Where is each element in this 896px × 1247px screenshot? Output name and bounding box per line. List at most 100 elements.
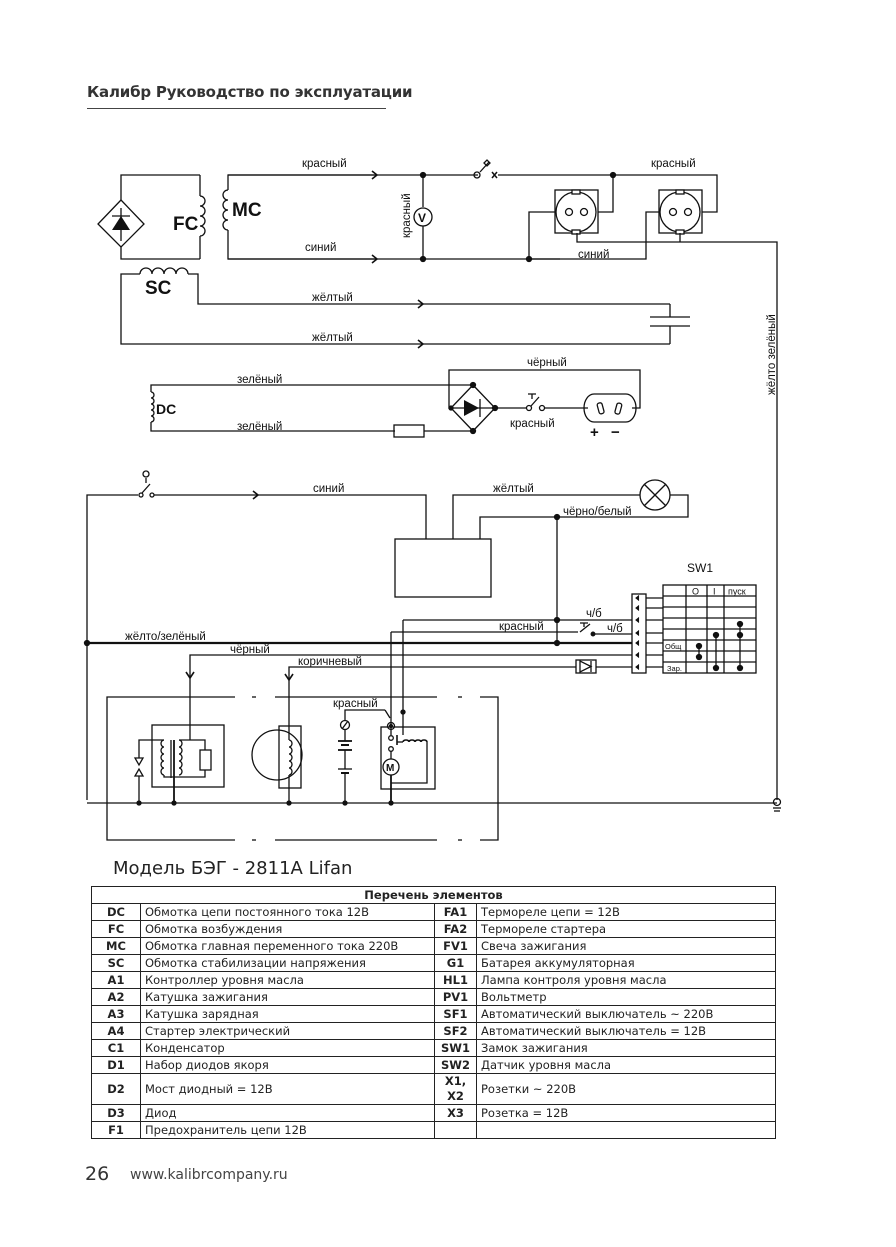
wire-label-green-2: зелёный <box>237 421 282 433</box>
element-code: SC <box>91 954 141 972</box>
wire-label-red-top-right: красный <box>651 158 696 170</box>
element-desc: Обмотка стабилизации напряжения <box>140 954 435 972</box>
element-desc2: Свеча зажигания <box>476 937 776 955</box>
element-code2: SF1 <box>434 1005 477 1023</box>
wire-label-bw-1: ч/б <box>586 608 602 620</box>
field-rectifier <box>97 174 200 260</box>
battery-g1: красный <box>333 698 385 806</box>
wire-label-blue-sockets: синий <box>578 249 609 261</box>
element-code: MC <box>91 937 141 955</box>
element-code2: SF2 <box>434 1022 477 1040</box>
wire-label-red-top: красный <box>302 158 347 170</box>
element-desc2: Лампа контроля уровня масла <box>476 971 776 989</box>
element-desc2: Вольтметр <box>476 988 776 1006</box>
wire-label-blue-mc: синий <box>305 242 336 254</box>
socket-x1 <box>554 189 599 235</box>
element-desc2: Автоматический выключатель = 12В <box>476 1022 776 1040</box>
element-code2: PV1 <box>434 988 477 1006</box>
element-desc: Мост диодный = 12В <box>140 1073 435 1105</box>
oil-sensor-switch <box>579 622 596 637</box>
element-code: D3 <box>91 1104 141 1122</box>
element-code: A4 <box>91 1022 141 1040</box>
oil-lamp-hl1 <box>639 479 671 511</box>
element-desc: Предохранитель цепи 12В <box>140 1121 435 1139</box>
ground-symbol <box>772 797 782 812</box>
element-code2: FV1 <box>434 937 477 955</box>
fc-label: FC <box>173 214 199 235</box>
element-code2: X3 <box>434 1104 477 1122</box>
ignition-coil-a2 <box>133 680 225 806</box>
mc-coil: MC <box>222 174 377 260</box>
header-divider <box>87 108 386 109</box>
element-desc2: Батарея аккумуляторная <box>476 954 776 972</box>
element-desc2: Автоматический выключатель ~ 220В <box>476 1005 776 1023</box>
motor-label: M <box>386 763 394 774</box>
element-code: DC <box>91 903 141 921</box>
wire-label-black-h: чёрный <box>230 644 270 656</box>
element-code2: G1 <box>434 954 477 972</box>
element-code: F1 <box>91 1121 141 1139</box>
sw1-switch-table: SW1 O I пуск Общ Зар. <box>662 561 757 674</box>
voltmeter-label: V <box>418 211 426 225</box>
wire-label-blue-ctrl: синий <box>313 483 344 495</box>
element-desc2: Розетки ~ 220В <box>476 1073 776 1105</box>
voltmeter: V красный <box>401 171 433 263</box>
element-desc: Стартер электрический <box>140 1022 435 1040</box>
socket-x2 <box>658 189 703 235</box>
sw1-connector <box>631 593 663 674</box>
mc-label: MC <box>232 200 262 221</box>
sw1-col-on: I <box>713 587 716 597</box>
element-desc: Обмотка цепи постоянного тока 12В <box>140 903 435 921</box>
dc-coil: DC <box>150 384 473 432</box>
dc-label: DC <box>156 401 176 417</box>
wire-label-yellow-green-h: жёлто/зелёный <box>125 631 206 643</box>
page-header-title: Калибр Руководство по эксплуатации <box>87 83 413 101</box>
element-code: D2 <box>91 1073 141 1105</box>
diode-d3 <box>575 659 597 674</box>
wire-label-yellow-1: жёлтый <box>312 292 353 304</box>
wire-label-black-white: чёрно/белый <box>563 506 632 518</box>
element-code2: SW2 <box>434 1056 477 1074</box>
fuse-f1 <box>393 424 425 438</box>
element-code: D1 <box>91 1056 141 1074</box>
sw1-col-off: O <box>692 587 699 597</box>
element-code2: HL1 <box>434 971 477 989</box>
element-desc2: Термореле цепи = 12В <box>476 903 776 921</box>
wire-label-green-1: зелёный <box>237 374 282 386</box>
socket-x3: + − <box>583 393 637 441</box>
element-code2: X1, X2 <box>434 1073 477 1105</box>
element-desc: Обмотка возбуждения <box>140 920 435 938</box>
element-desc: Катушка зажигания <box>140 988 435 1006</box>
wire-label-yellow-2: жёлтый <box>312 332 353 344</box>
model-title: Модель БЭГ - 2811A Lifan <box>113 858 353 879</box>
element-desc: Набор диодов якоря <box>140 1056 435 1074</box>
wire-label-red-dc: красный <box>510 418 555 430</box>
element-code2 <box>434 1121 477 1139</box>
sc-label: SC <box>145 278 172 299</box>
wire-label-brown: коричневый <box>298 656 362 668</box>
starter-a4: M <box>380 709 436 806</box>
wire-label-red-vertical: красный <box>401 193 413 238</box>
plus-label: + <box>590 424 599 441</box>
sc-coil: SC <box>120 267 423 345</box>
wire-label-bw-2: ч/б <box>607 623 623 635</box>
page-number: 26 <box>85 1163 110 1185</box>
wire-label-black-dc: чёрный <box>527 357 567 369</box>
minus-label: − <box>611 424 620 441</box>
element-desc: Обмотка главная переменного тока 220В <box>140 937 435 955</box>
element-code2: FA1 <box>434 903 477 921</box>
wire-label-red-sw: красный <box>499 621 544 633</box>
footer-website-link[interactable]: www.kalibrcompany.ru <box>130 1167 288 1183</box>
sw1-col-start: пуск <box>728 587 746 597</box>
element-desc2: Замок зажигания <box>476 1039 776 1057</box>
